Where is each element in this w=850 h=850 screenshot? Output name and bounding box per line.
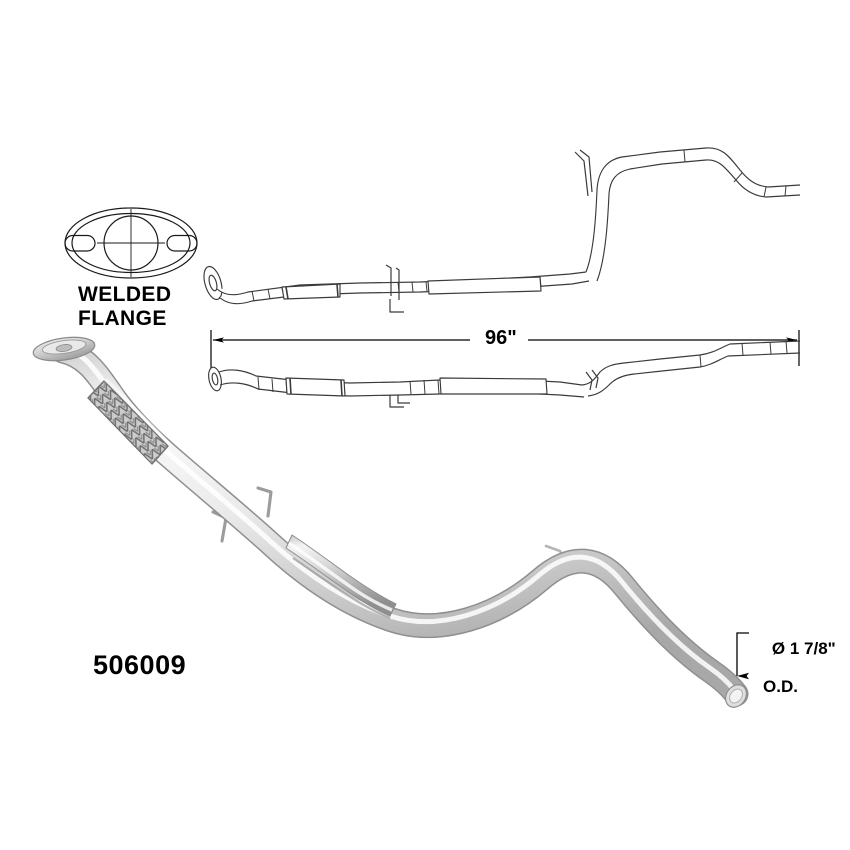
overall-length-dimension	[210, 330, 800, 372]
top-view-hanger-brackets	[385, 264, 404, 313]
side-view-flange	[208, 366, 222, 392]
flange-bolt-hole-left	[64, 234, 96, 252]
line-art-side-view	[208, 340, 801, 408]
side-view-riser-hanger	[585, 369, 599, 391]
top-view-riser-hanger	[574, 149, 593, 197]
rendered-flex-coupling	[87, 378, 171, 465]
side-view-hanger-brackets	[389, 395, 410, 408]
side-view-tailpipe-joints	[699, 340, 788, 368]
overall-length-label: 96"	[481, 327, 521, 350]
top-view-muffler	[427, 276, 542, 295]
top-view-tailpipe-joints	[683, 149, 787, 198]
part-number-label: 506009	[93, 650, 187, 680]
rendered-flange	[32, 336, 96, 362]
side-view-tailpipe	[659, 340, 801, 360]
welded-flange-label: WELDED FLANGE	[78, 283, 172, 330]
welded-flange-detail	[64, 207, 198, 279]
flange-centerlines	[97, 209, 165, 277]
rendered-outlet-end	[724, 684, 748, 708]
rendered-resonator	[285, 534, 397, 620]
outlet-diameter-callout: Ø 1 7/8" O.D.	[753, 620, 836, 734]
flange-bolt-hole-right	[166, 234, 198, 252]
outlet-diameter-unit: O.D.	[763, 677, 798, 697]
side-view-muffler	[439, 377, 548, 395]
flex-coupling-collars	[87, 380, 169, 465]
side-view-resonator	[285, 377, 346, 397]
rendered-assembly-view	[32, 336, 749, 708]
outlet-diameter-value: Ø 1 7/8"	[771, 639, 836, 659]
line-art-top-view	[203, 147, 801, 313]
top-view-flange	[203, 265, 223, 301]
top-view-tailpipe	[659, 147, 801, 188]
outlet-diameter-leader	[736, 632, 749, 680]
side-view-riser	[581, 358, 661, 386]
top-view-resonator	[281, 283, 341, 300]
